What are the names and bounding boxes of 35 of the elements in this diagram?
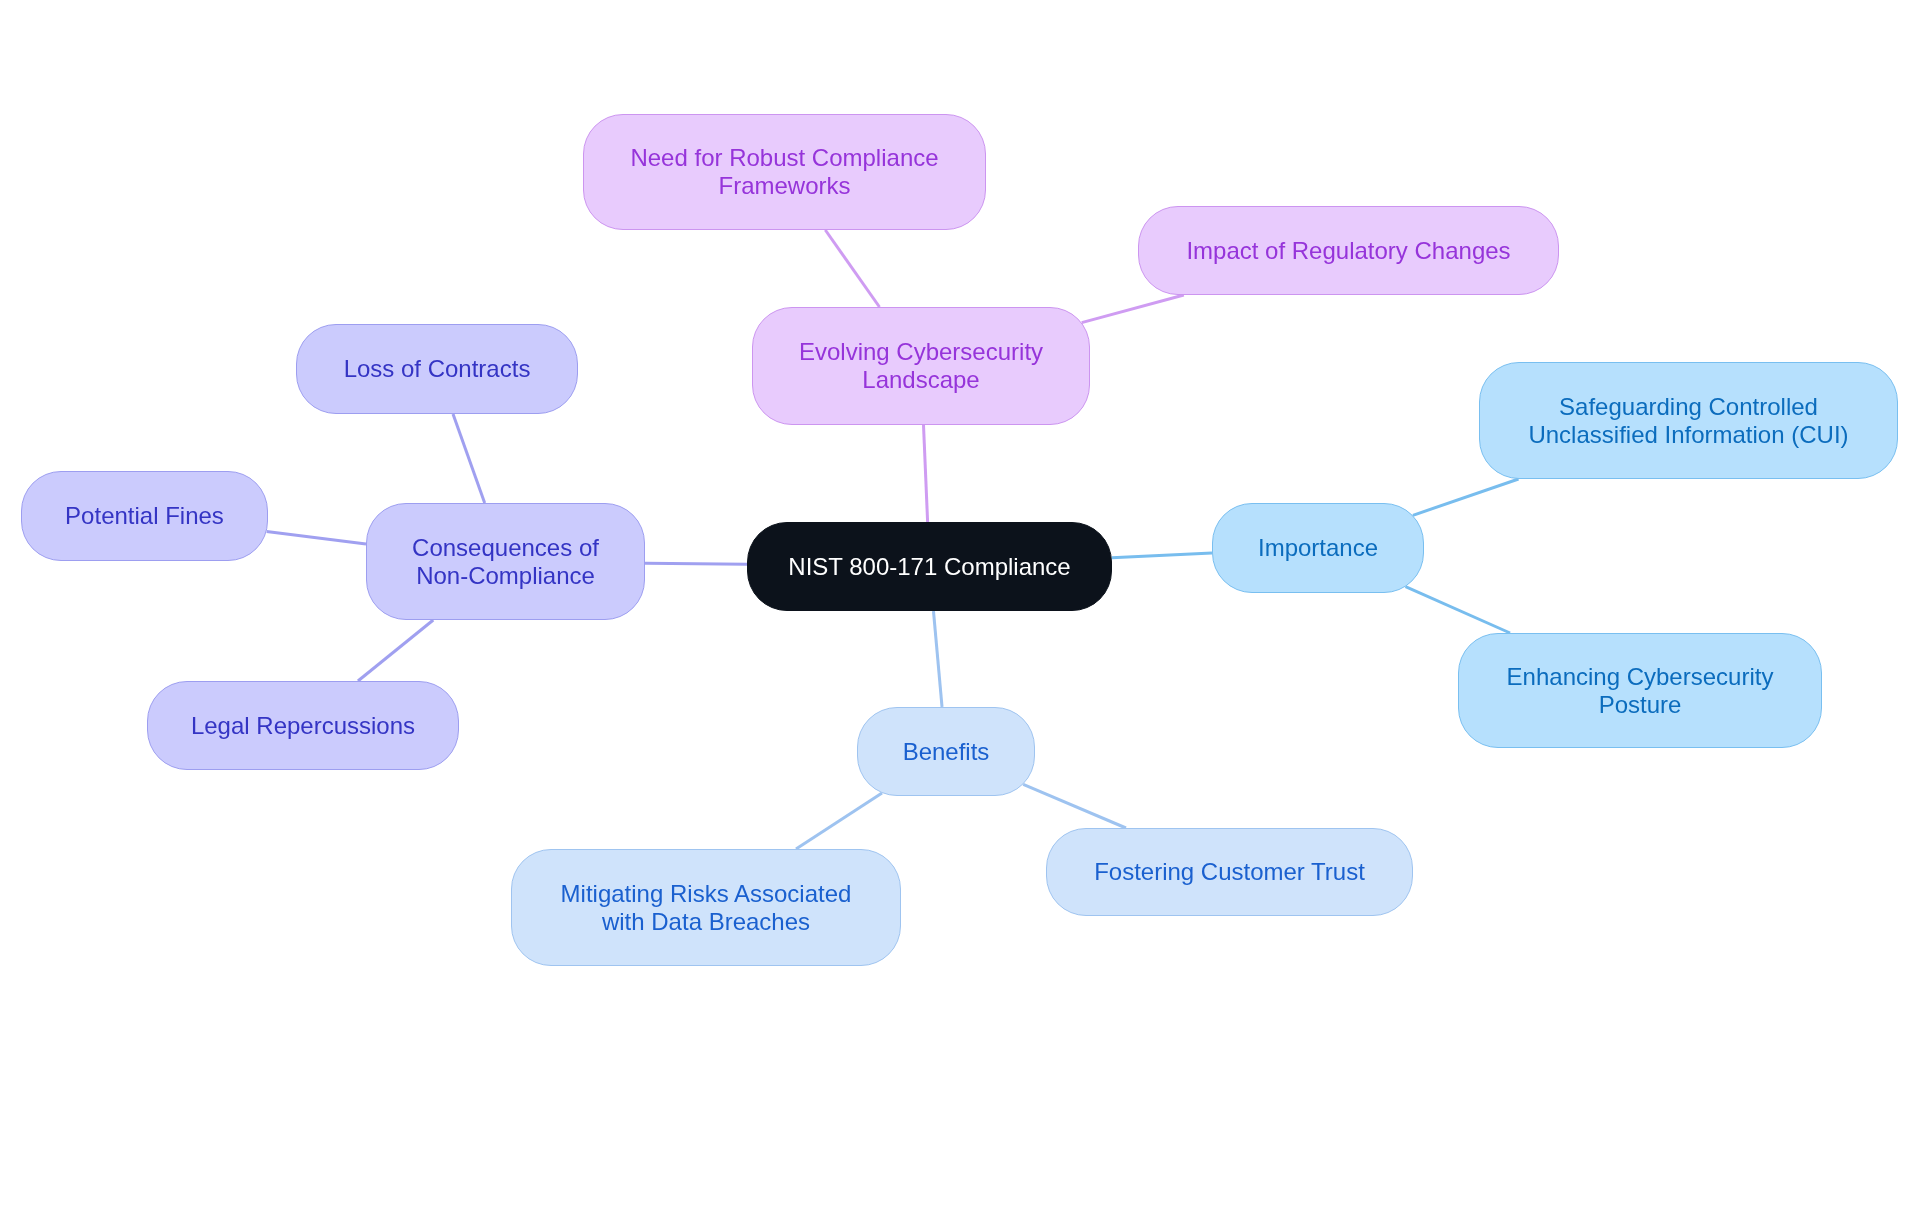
topic-box — [752, 307, 1090, 425]
connector-line — [824, 229, 881, 308]
topic-label: Legal Repercussions — [190, 711, 416, 740]
topic-box — [366, 503, 645, 620]
topic-box — [1458, 633, 1822, 748]
connector-line — [645, 561, 748, 566]
topic-box — [857, 707, 1035, 796]
connector-line — [1081, 293, 1185, 325]
connector-line — [1412, 477, 1519, 517]
topic-label: Mitigating Risks Associated with Data Breaches — [559, 879, 853, 936]
topic-box — [1479, 362, 1898, 479]
topic-label: NIST 800-171 Compliance — [788, 552, 1071, 581]
topic-label: Fostering Customer Trust — [1094, 858, 1365, 886]
connector-line — [357, 618, 435, 683]
topic-label: Impact of Regulatory Changes — [1186, 236, 1511, 265]
connector-line — [931, 610, 944, 708]
connector-line — [1022, 782, 1127, 830]
connector-line — [795, 791, 883, 851]
connector-line — [1111, 551, 1213, 560]
topic-label: Safeguarding Controlled Unclassified Information (CUI) — [1527, 392, 1850, 449]
connector-line — [451, 413, 487, 504]
topic-box — [511, 849, 901, 966]
topic-label: Consequences of Non-Compliance — [411, 533, 600, 590]
topic-label: Importance — [1257, 534, 1379, 562]
topic-label: Evolving Cybersecurity Landscape — [797, 338, 1045, 394]
topic-box — [1212, 503, 1424, 593]
topic-box — [583, 114, 986, 230]
connector-line — [1404, 585, 1511, 635]
connector-line — [266, 529, 367, 546]
topic-label: Need for Robust Compliance Frameworks — [629, 144, 940, 200]
topic-label: Loss of Contracts — [343, 355, 531, 383]
topic-label: Benefits — [902, 737, 990, 766]
connector-line — [922, 424, 930, 523]
topic-label: Potential Fines — [65, 502, 224, 530]
topic-label: Enhancing Cybersecurity Posture — [1505, 662, 1775, 719]
